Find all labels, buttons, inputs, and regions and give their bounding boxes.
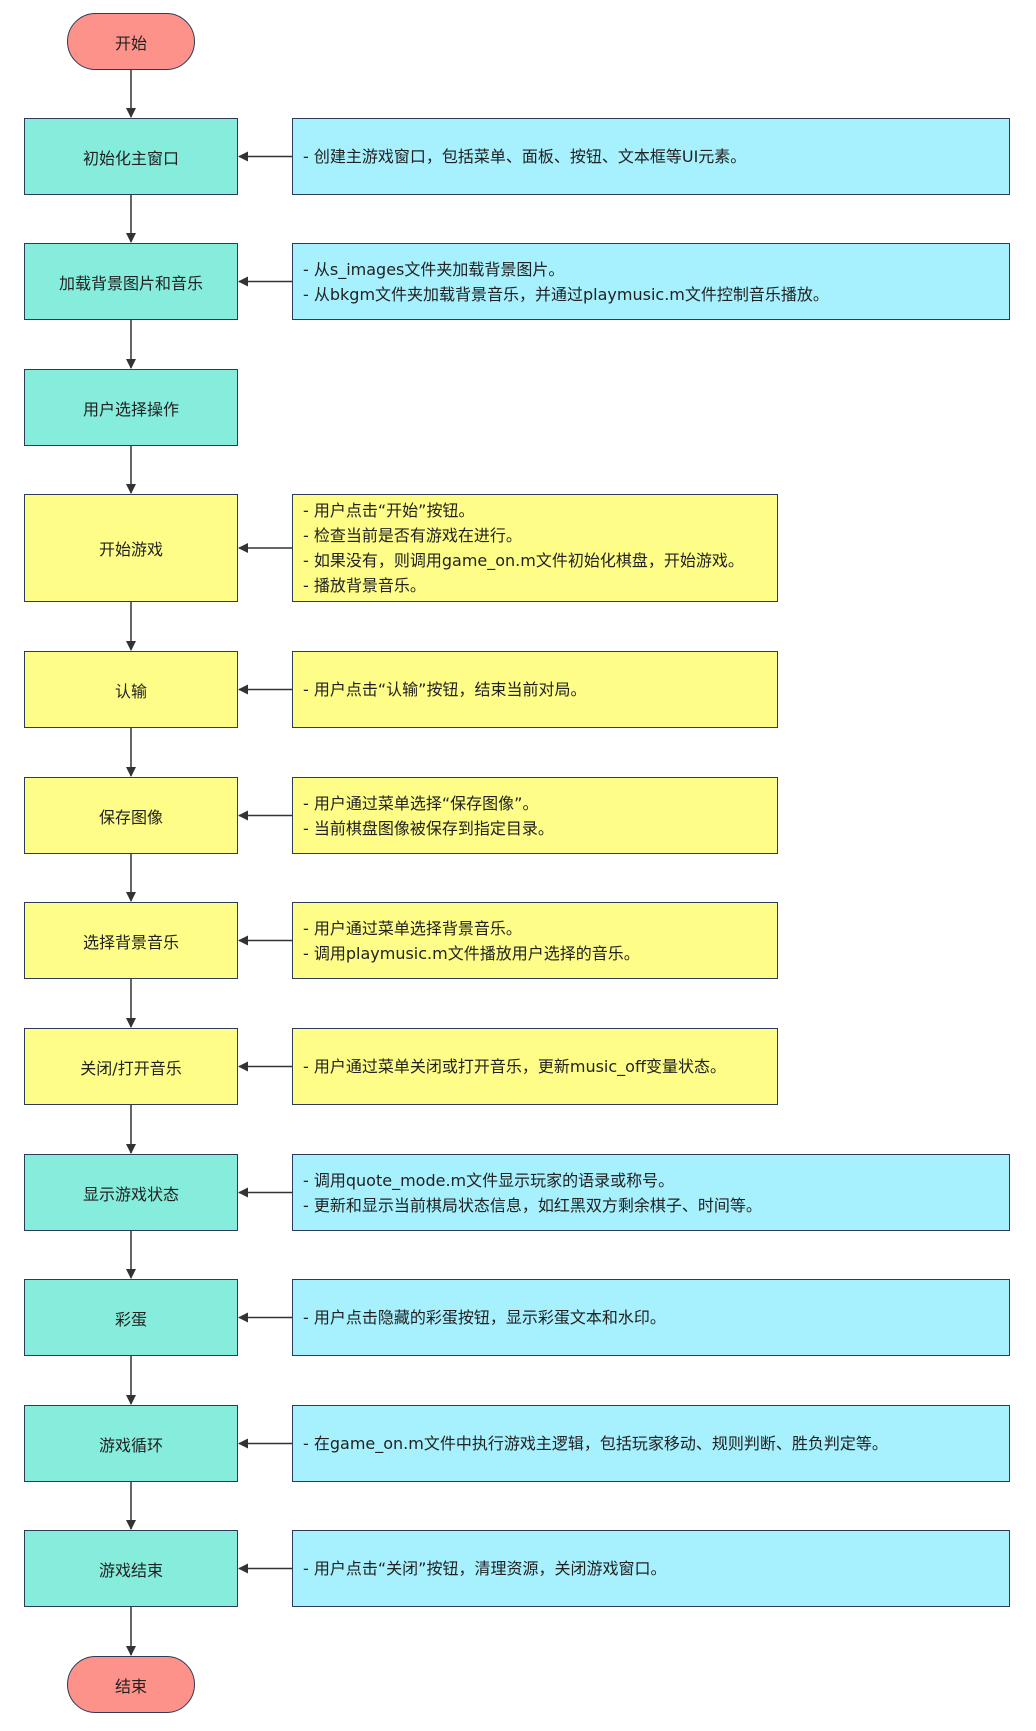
process-step: 彩蛋 bbox=[24, 1279, 238, 1356]
annotation-line: - 用户点击“开始”按钮。 bbox=[303, 501, 475, 520]
process-step: 开始游戏 bbox=[24, 494, 238, 602]
start-terminal: 开始 bbox=[67, 13, 195, 70]
end-terminal: 结束 bbox=[67, 1656, 195, 1713]
step-annotation: - 用户通过菜单选择“保存图像”。 - 当前棋盘图像被保存到指定目录。 bbox=[292, 777, 778, 854]
process-step: 初始化主窗口 bbox=[24, 118, 238, 195]
process-step-label: 关闭/打开音乐 bbox=[80, 1058, 182, 1078]
process-step-label: 选择背景音乐 bbox=[82, 932, 179, 952]
step-annotation: - 用户通过菜单关闭或打开音乐，更新music_off变量状态。 bbox=[292, 1028, 778, 1105]
process-step-label: 用户选择操作 bbox=[82, 399, 179, 419]
process-step-label: 初始化主窗口 bbox=[82, 148, 179, 168]
step-annotation: - 用户点击“关闭”按钮，清理资源，关闭游戏窗口。 bbox=[292, 1530, 1010, 1607]
process-step: 加载背景图片和音乐 bbox=[24, 243, 238, 320]
step-annotation: - 用户通过菜单选择背景音乐。 - 调用playmusic.m文件播放用户选择的音… bbox=[292, 902, 778, 979]
step-annotation: - 调用quote_mode.m文件显示玩家的语录或称号。 - 更新和显示当前棋局… bbox=[292, 1154, 1010, 1231]
process-step-label: 开始游戏 bbox=[98, 540, 163, 559]
annotation-line: - 在game_on.m文件中执行游戏主逻辑，包括玩家移动、规则判断、胜负判定等… bbox=[303, 1434, 888, 1453]
annotation-line: - 创建主游戏窗口，包括菜单、面板、按钮、文本框等UI元素。 bbox=[303, 147, 747, 166]
step-annotation: - 用户点击“开始”按钮。 - 检查当前是否有游戏在进行。 - 如果没有，则调用ga… bbox=[292, 494, 778, 602]
start-label: 开始 bbox=[114, 33, 147, 53]
annotation-line: - 用户点击隐藏的彩蛋按钮，显示彩蛋文本和水印。 bbox=[303, 1308, 666, 1327]
process-step: 游戏结束 bbox=[24, 1530, 238, 1607]
process-step: 保存图像 bbox=[24, 777, 238, 854]
step-annotation: - 用户点击隐藏的彩蛋按钮，显示彩蛋文本和水印。 bbox=[292, 1279, 1010, 1356]
annotation-line: - 用户点击“认输”按钮，结束当前对局。 bbox=[303, 680, 587, 699]
annotation-line: - 用户通过菜单关闭或打开音乐，更新music_off变量状态。 bbox=[303, 1057, 726, 1076]
annotation-line: - 播放背景音乐。 bbox=[303, 576, 426, 595]
annotation-line: - 从bkgm文件夹加载背景音乐，并通过playmusic.m文件控制音乐播放。 bbox=[303, 284, 829, 304]
annotation-line: - 用户通过菜单选择背景音乐。 bbox=[303, 918, 522, 938]
annotation-line: - 从s_images文件夹加载背景图片。 bbox=[303, 259, 565, 279]
process-step: 显示游戏状态 bbox=[24, 1154, 238, 1231]
annotation-line: - 如果没有，则调用game_on.m文件初始化棋盘，开始游戏。 bbox=[303, 551, 744, 570]
process-step: 用户选择操作 bbox=[24, 369, 238, 446]
annotation-line: - 用户通过菜单选择“保存图像”。 bbox=[303, 793, 539, 813]
process-step-label: 彩蛋 bbox=[114, 1309, 147, 1329]
process-step-label: 游戏循环 bbox=[98, 1435, 163, 1455]
process-step-label: 认输 bbox=[114, 681, 147, 701]
annotation-line: - 检查当前是否有游戏在进行。 bbox=[303, 526, 522, 545]
process-step: 游戏循环 bbox=[24, 1405, 238, 1482]
step-annotation: - 创建主游戏窗口，包括菜单、面板、按钮、文本框等UI元素。 bbox=[292, 118, 1010, 195]
step-annotation: - 用户点击“认输”按钮，结束当前对局。 bbox=[292, 651, 778, 728]
annotation-line: - 当前棋盘图像被保存到指定目录。 bbox=[303, 818, 554, 838]
process-step: 关闭/打开音乐 bbox=[24, 1028, 238, 1105]
process-step: 认输 bbox=[24, 651, 238, 728]
annotation-line: - 用户点击“关闭”按钮，清理资源，关闭游戏窗口。 bbox=[303, 1559, 667, 1578]
annotation-line: - 调用playmusic.m文件播放用户选择的音乐。 bbox=[303, 943, 640, 963]
annotation-line: - 调用quote_mode.m文件显示玩家的语录或称号。 bbox=[303, 1170, 675, 1190]
annotation-line: - 更新和显示当前棋局状态信息，如红黑双方剩余棋子、时间等。 bbox=[303, 1195, 762, 1215]
end-label: 结束 bbox=[114, 1676, 147, 1696]
process-step-label: 保存图像 bbox=[98, 807, 163, 827]
process-step: 选择背景音乐 bbox=[24, 902, 238, 979]
step-annotation: - 在game_on.m文件中执行游戏主逻辑，包括玩家移动、规则判断、胜负判定等… bbox=[292, 1405, 1010, 1482]
process-step-label: 显示游戏状态 bbox=[82, 1184, 179, 1204]
process-step-label: 加载背景图片和音乐 bbox=[58, 273, 203, 293]
process-step-label: 游戏结束 bbox=[98, 1560, 163, 1580]
step-annotation: - 从s_images文件夹加载背景图片。 - 从bkgm文件夹加载背景音乐，并通… bbox=[292, 243, 1010, 320]
